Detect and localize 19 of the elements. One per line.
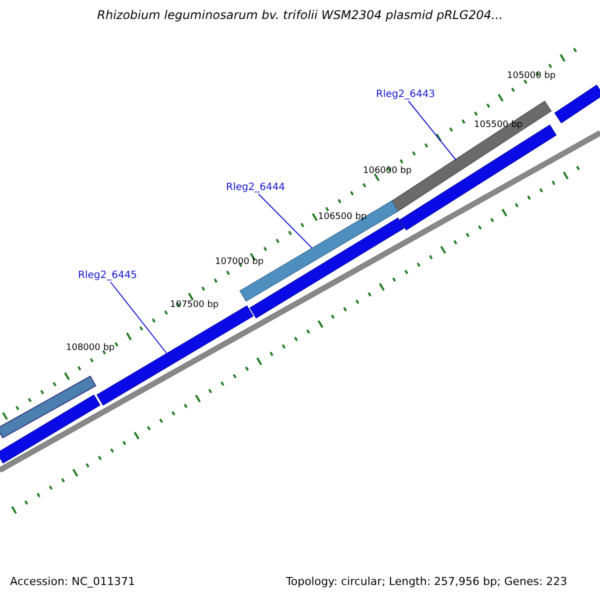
gene-label: Rleg2_6444 [226,182,286,194]
gene-label: Rleg2_6445 [78,270,138,282]
position-label: 108000 bp [66,343,115,354]
leader-line [408,100,456,160]
position-label: 105500 bp [474,120,523,131]
position-label: 106000 bp [363,166,412,177]
position-label: 106500 bp [318,212,367,223]
footer-text: Accession: NC_011371 [10,576,136,587]
leader-line [258,194,312,248]
title: Rhizobium leguminosarum bv. trifolii WSM2304 plasmid pRLG204... [96,10,504,21]
position-label: 107000 bp [215,257,264,268]
position-label: 107500 bp [170,300,219,311]
gene-bar [0,376,96,438]
gene-bar [0,394,101,464]
position-label: 105000 bp [507,71,556,82]
leader-line [110,282,168,356]
footer-text: Topology: circular; Length: 257,956 bp; Genes: 223 [286,576,568,587]
gene-label: Rleg2_6443 [376,89,436,101]
gene-bar [554,84,600,124]
